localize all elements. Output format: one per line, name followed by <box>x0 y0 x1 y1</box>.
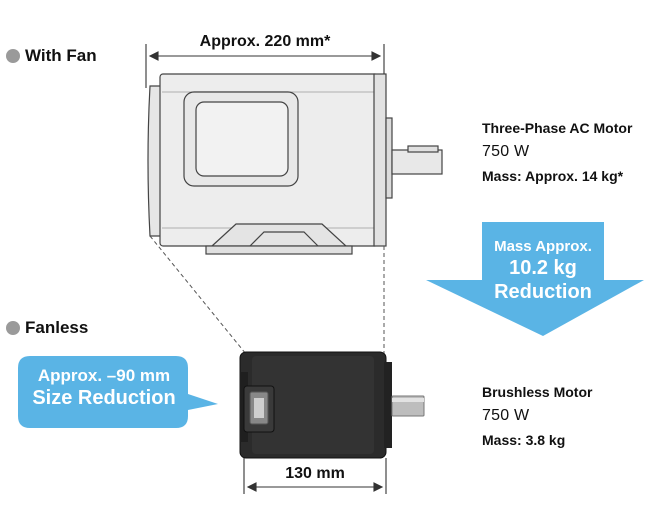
size-reduction-text: Approx. –90 mm Size Reduction <box>20 366 188 410</box>
size-callout-line1: Approx. –90 mm <box>37 366 171 385</box>
with-fan-text: With Fan <box>25 46 97 65</box>
brushless-motor-illustration <box>239 351 425 459</box>
ac-motor-name: Three-Phase AC Motor <box>482 120 633 136</box>
brushless-motor-name: Brushless Motor <box>482 384 593 400</box>
bottom-dimension-text: 130 mm <box>285 465 345 482</box>
ac-motor-mass: Mass: Approx. 14 kg* <box>482 168 624 184</box>
mass-reduction-text: Mass Approx. 10.2 kg Reduction <box>482 238 604 304</box>
bottom-dimension-line <box>243 458 387 494</box>
ac-motor-illustration <box>147 73 443 255</box>
bullet-icon <box>6 49 20 63</box>
size-reduction-callout-shape <box>18 356 218 428</box>
fanless-label: Fanless <box>6 318 88 338</box>
ac-motor-specs: Three-Phase AC Motor 750 W Mass: Approx.… <box>482 116 658 188</box>
mass-callout-line1: Mass Approx. <box>494 238 592 255</box>
mass-reduction-arrow <box>426 222 644 336</box>
top-dimension-line <box>145 44 385 88</box>
bullet-icon <box>6 321 20 335</box>
top-dimension-text: Approx. 220 mm* <box>199 33 331 50</box>
with-fan-label: With Fan <box>6 46 97 66</box>
mass-callout-line2: 10.2 kg <box>509 257 577 279</box>
brushless-motor-mass: Mass: 3.8 kg <box>482 432 566 448</box>
fanless-text: Fanless <box>25 318 89 337</box>
brushless-motor-specs: Brushless Motor 750 W Mass: 3.8 kg <box>482 380 658 452</box>
size-callout-line2: Size Reduction <box>32 387 176 410</box>
ac-motor-power: 750 W <box>482 143 530 160</box>
brushless-motor-power: 750 W <box>482 407 530 424</box>
projection-lines <box>149 235 385 355</box>
mass-callout-line3: Reduction <box>494 281 592 303</box>
